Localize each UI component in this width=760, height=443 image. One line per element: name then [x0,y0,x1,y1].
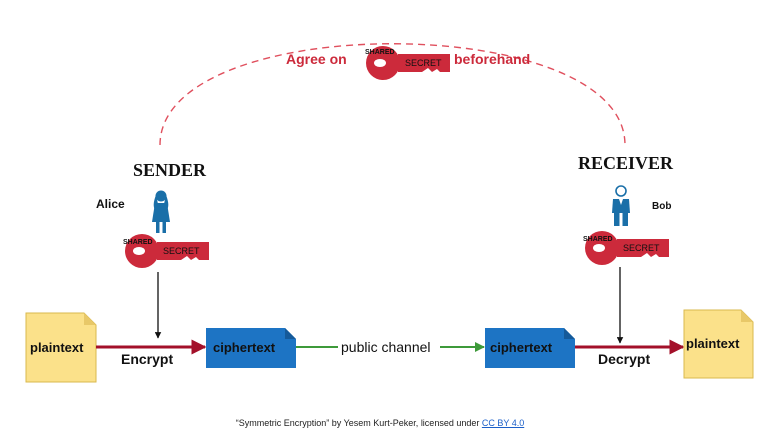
top-key-icon: SHARED SECRET [365,46,450,80]
receiver-title: RECEIVER [578,153,674,173]
receiver-key-shared-label: SHARED [583,236,613,243]
plaintext-left-label: plaintext [30,340,84,355]
decrypt-label: Decrypt [598,351,650,367]
receiver-key-icon: SHARED SECRET [583,231,669,265]
sender-title: SENDER [133,160,207,180]
alice-person-icon [152,190,170,233]
top-key-secret-label: SECRET [405,58,442,68]
plaintext-document-left: plaintext [25,312,97,383]
plaintext-document-right: plaintext [683,309,754,379]
encrypt-label: Encrypt [121,351,173,367]
plaintext-right-label: plaintext [686,336,740,351]
ciphertext-left-label: ciphertext [213,340,276,355]
sender-key-secret-label: SECRET [163,246,200,256]
ciphertext-document-left: ciphertext [206,328,296,368]
agree-on-label: Agree on [286,51,347,67]
ciphertext-right-label: ciphertext [490,340,553,355]
sender-key-icon: SHARED SECRET [123,234,209,268]
top-key-shared-label: SHARED [365,49,395,56]
bob-person-icon [612,185,630,226]
ciphertext-document-right: ciphertext [485,328,575,368]
bob-name: Bob [652,201,671,212]
beforehand-label: beforehand [454,51,530,67]
license-link[interactable]: CC BY 4.0 [481,418,525,428]
public-channel-label: public channel [341,339,431,355]
alice-name: Alice [96,197,125,211]
receiver-key-secret-label: SECRET [623,243,660,253]
attribution-caption: “Symmetric Encryption” by Yesem Kurt-Pek… [0,418,760,428]
attribution-text: “Symmetric Encryption” by Yesem Kurt-Pek… [235,418,480,428]
sender-key-shared-label: SHARED [123,239,153,246]
